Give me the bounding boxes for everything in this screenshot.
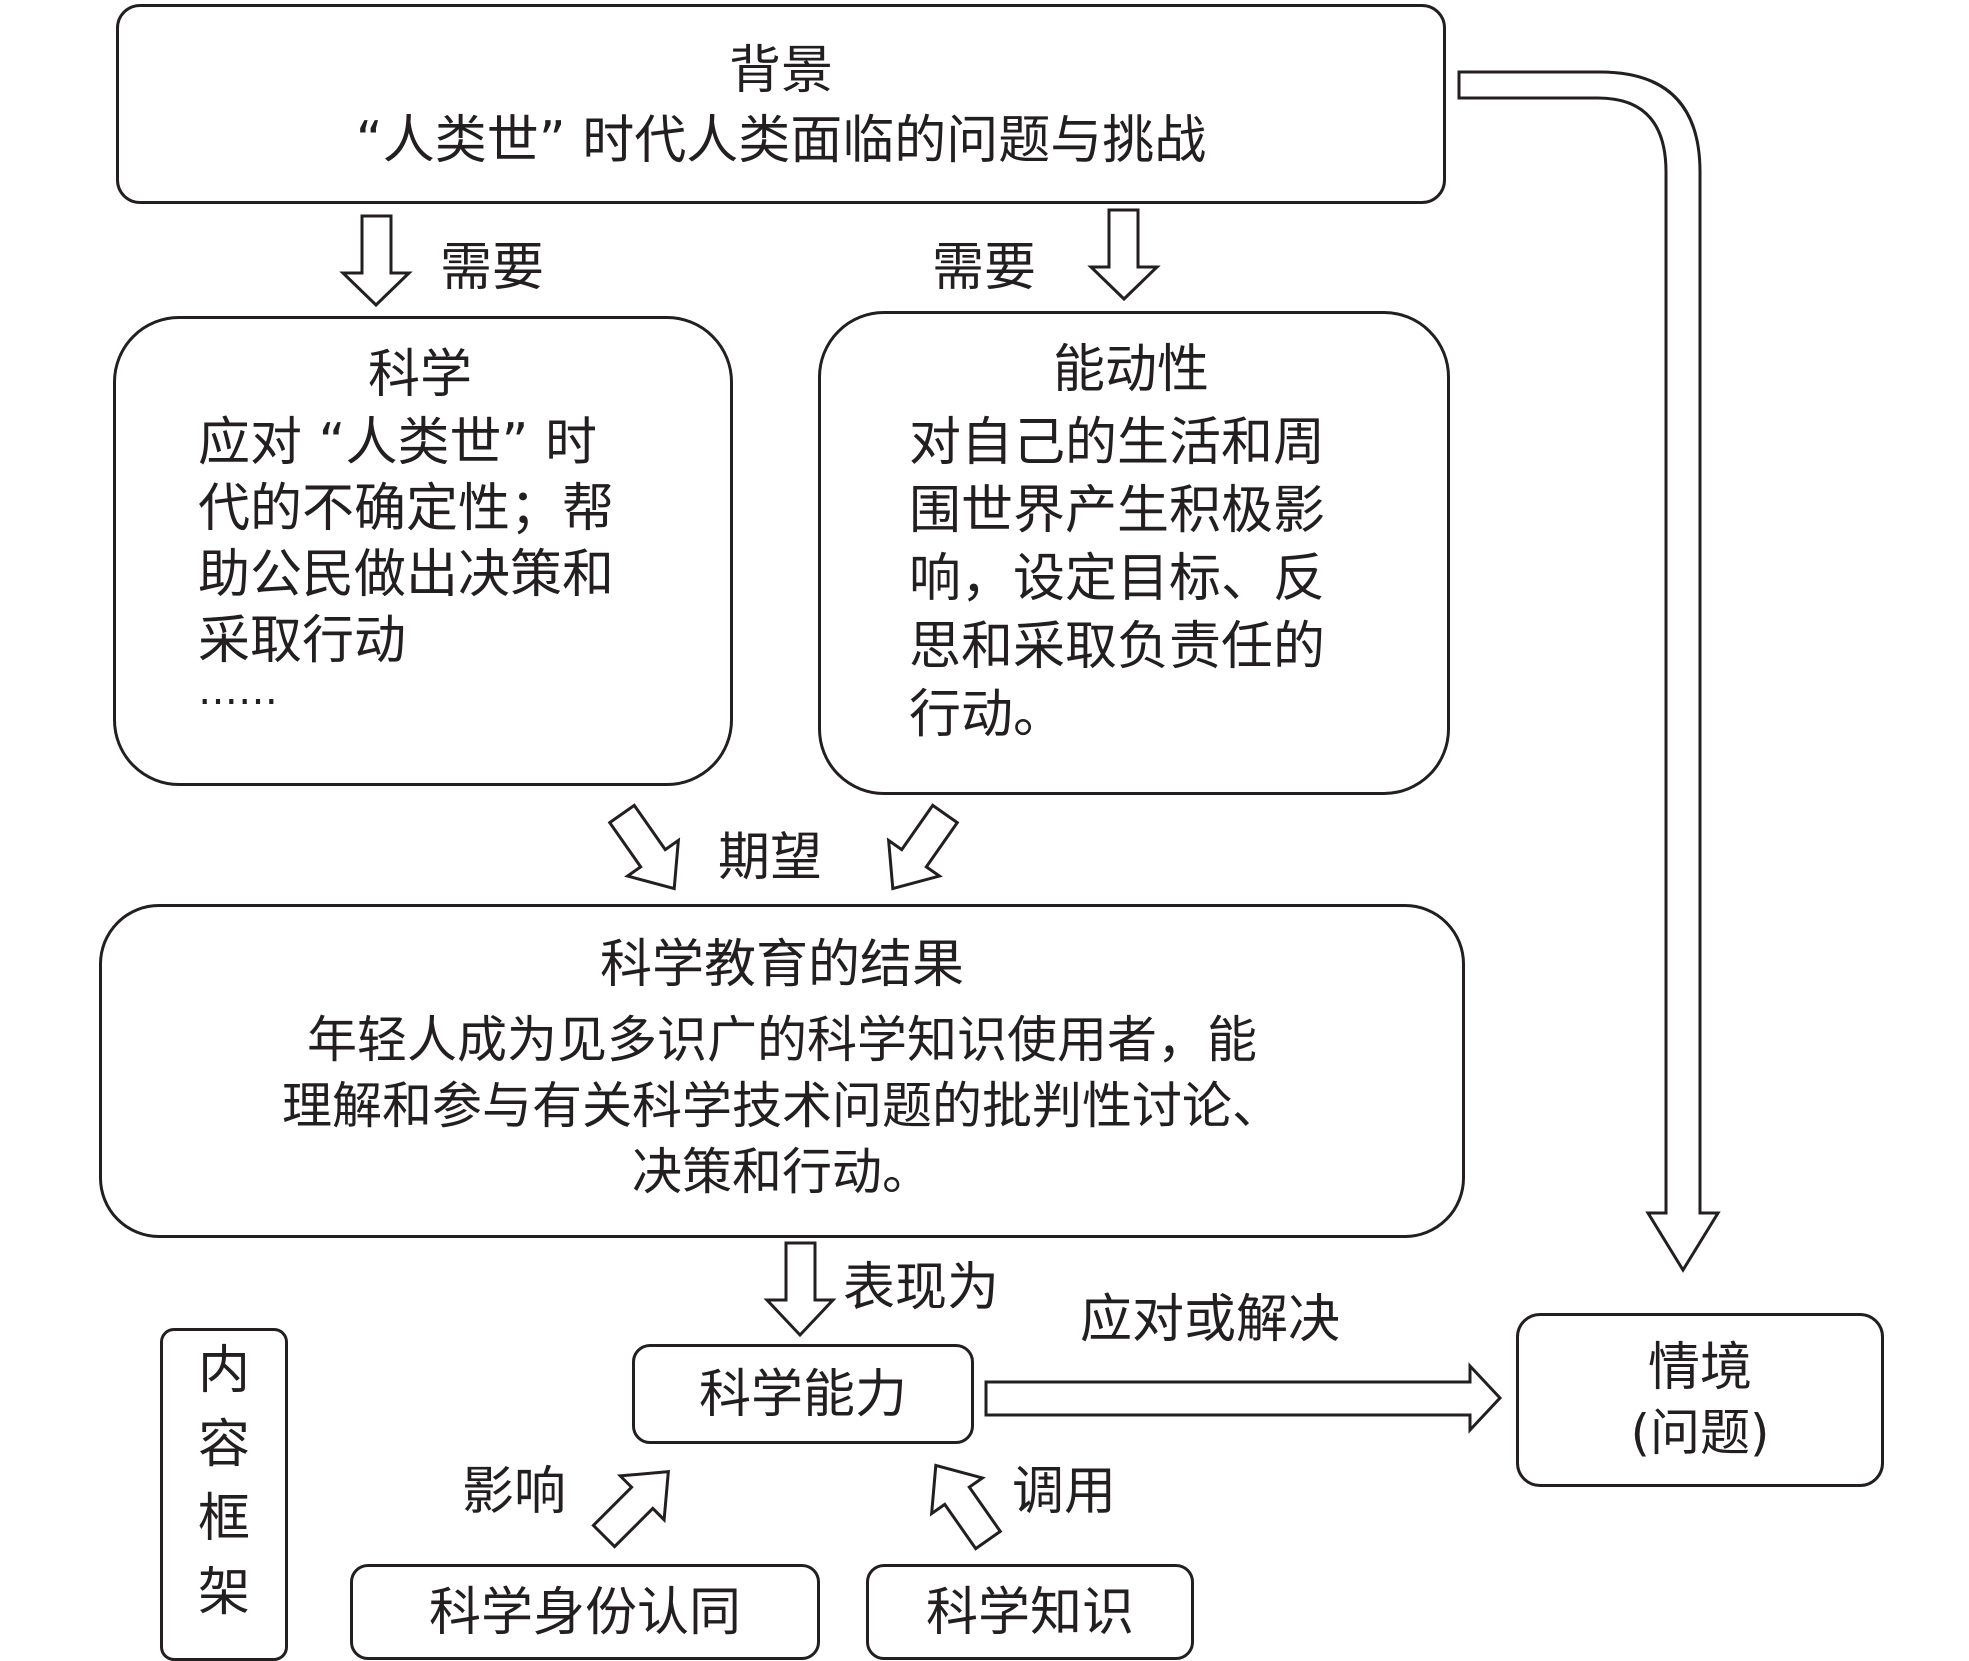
outcome-line-2: 理解和参与有关科学技术问题的批判性讨论、 (282, 1077, 1282, 1135)
agency-line-2: 围世界产生积极影 (909, 481, 1326, 541)
need-right-label: 需要 (932, 238, 1037, 298)
outcome-line-3: 决策和行动。 (632, 1143, 932, 1201)
knowledge-label: 科学知识 (925, 1583, 1134, 1643)
background-title: 背景 (728, 41, 833, 101)
need-left-label: 需要 (440, 238, 545, 298)
agency-title: 能动性 (1053, 340, 1210, 400)
respond-label: 应对或解决 (1080, 1290, 1341, 1350)
agency-line-4: 思和采取负责任的 (909, 617, 1326, 677)
context-line-2: (问题) (1630, 1404, 1770, 1462)
expect-left-arrow (607, 803, 681, 891)
manifest-arrow (763, 1241, 837, 1338)
science-ellipsis: …… (198, 668, 278, 714)
knowledge-box: 科学知识 (866, 1564, 1194, 1660)
science-title: 科学 (368, 345, 473, 405)
need-left-arrow (339, 214, 413, 308)
invoke-label: 调用 (1012, 1462, 1117, 1522)
agency-line-3: 响，设定目标、反 (909, 549, 1326, 609)
content-frame-char-2: 容 (197, 1415, 250, 1475)
content-frame-char-1: 内 (197, 1341, 250, 1401)
outcome-title: 科学教育的结果 (599, 935, 964, 995)
influence-label: 影响 (462, 1462, 567, 1522)
content-frame-char-4: 架 (197, 1563, 250, 1623)
identity-box: 科学身份认同 (350, 1564, 820, 1660)
competence-label: 科学能力 (698, 1365, 907, 1425)
outcome-line-1: 年轻人成为见多识广的科学知识使用者，能 (307, 1011, 1257, 1069)
expect-label: 期望 (718, 828, 823, 888)
background-box: 背景 “人类世” 时代人类面临的问题与挑战 (116, 4, 1446, 204)
need-right-arrow (1087, 208, 1161, 302)
outcome-box: 科学教育的结果 年轻人成为见多识广的科学知识使用者，能 理解和参与有关科学技术问… (99, 904, 1465, 1238)
invoke-arrow (929, 1463, 1003, 1551)
content-frame-char-3: 框 (197, 1489, 250, 1549)
agency-box: 能动性 对自己的生活和周 围世界产生积极影 响，设定目标、反 思和采取负责任的 … (818, 311, 1450, 795)
manifest-label: 表现为 (843, 1258, 1000, 1318)
science-line-4: 采取行动 (198, 611, 407, 671)
background-to-context-arrow (1457, 70, 1721, 1273)
science-box: 科学 应对 “人类世” 时 代的不确定性；帮 助公民做出决策和 采取行动 …… (113, 316, 733, 786)
agency-line-5: 行动。 (909, 685, 1066, 745)
competence-box: 科学能力 (632, 1344, 974, 1444)
identity-label: 科学身份认同 (428, 1583, 741, 1643)
context-box: 情境 (问题) (1516, 1313, 1884, 1487)
science-line-3: 助公民做出决策和 (198, 545, 615, 605)
science-line-2: 代的不确定性；帮 (198, 479, 615, 539)
science-line-1: 应对 “人类世” 时 (198, 413, 597, 473)
influence-arrow (591, 1470, 670, 1549)
agency-line-1: 对自己的生活和周 (909, 413, 1326, 473)
background-text: “人类世” 时代人类面临的问题与挑战 (355, 111, 1207, 171)
respond-arrow (984, 1362, 1503, 1434)
context-line-1: 情境 (1647, 1338, 1752, 1398)
expect-right-arrow (886, 803, 960, 891)
content-frame-box: 内 容 框 架 (160, 1328, 288, 1661)
